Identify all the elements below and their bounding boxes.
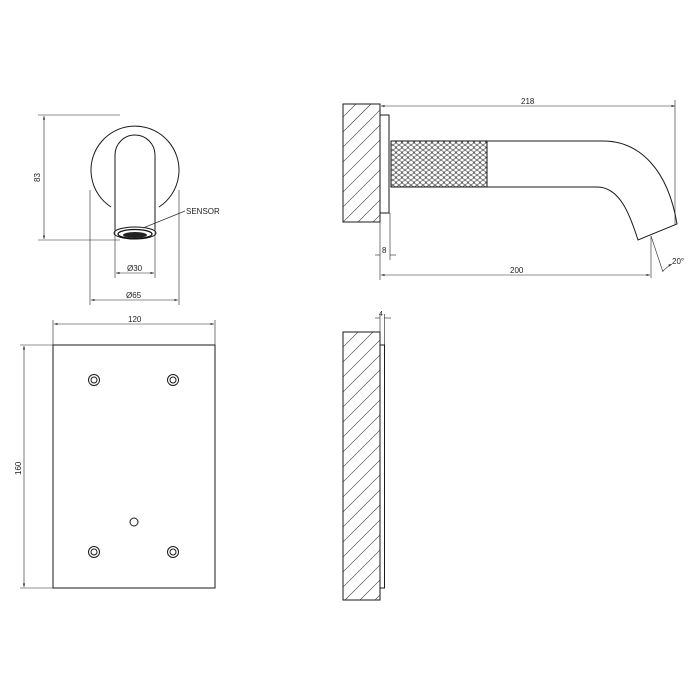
- spout-outline: [114, 134, 156, 230]
- plate-thickness-label: 4: [379, 311, 383, 318]
- mounting-hole-icon: [167, 374, 179, 386]
- front-view: SENSOR 83 Ø30 Ø65: [33, 114, 220, 305]
- escutcheon-outline: [90, 125, 180, 208]
- knurled-grip: [390, 140, 488, 188]
- plate-edge: [379, 344, 385, 589]
- plate-width-label: 120: [128, 315, 142, 324]
- height-dimension-label: 83: [33, 173, 42, 182]
- projection-dimension-label: 200: [510, 266, 524, 275]
- center-hole-icon: [129, 517, 139, 527]
- wall-section: [342, 103, 381, 223]
- back-plate: [52, 344, 216, 589]
- escutcheon-plate: [379, 114, 390, 214]
- angle-label: 20°: [672, 257, 684, 266]
- sensor-label: SENSOR: [186, 207, 220, 216]
- mounting-hole-icon: [88, 546, 100, 558]
- plate-side-view: 4: [342, 311, 391, 601]
- spout-body: [487, 140, 678, 241]
- plate-height-label: 160: [14, 461, 23, 475]
- mounting-hole-icon: [88, 374, 100, 386]
- plate-diameter-label: Ø65: [126, 291, 142, 300]
- spout-diameter-label: Ø30: [127, 264, 143, 273]
- wall-section: [342, 331, 381, 601]
- sensor-icon: [113, 226, 157, 240]
- mounting-hole-icon: [167, 546, 179, 558]
- plate-thickness-label: 8: [382, 246, 387, 255]
- length-dimension-label: 218: [521, 97, 535, 106]
- back-plate-view: 120 160: [14, 315, 216, 589]
- side-view: 218 8 200 20°: [342, 97, 684, 280]
